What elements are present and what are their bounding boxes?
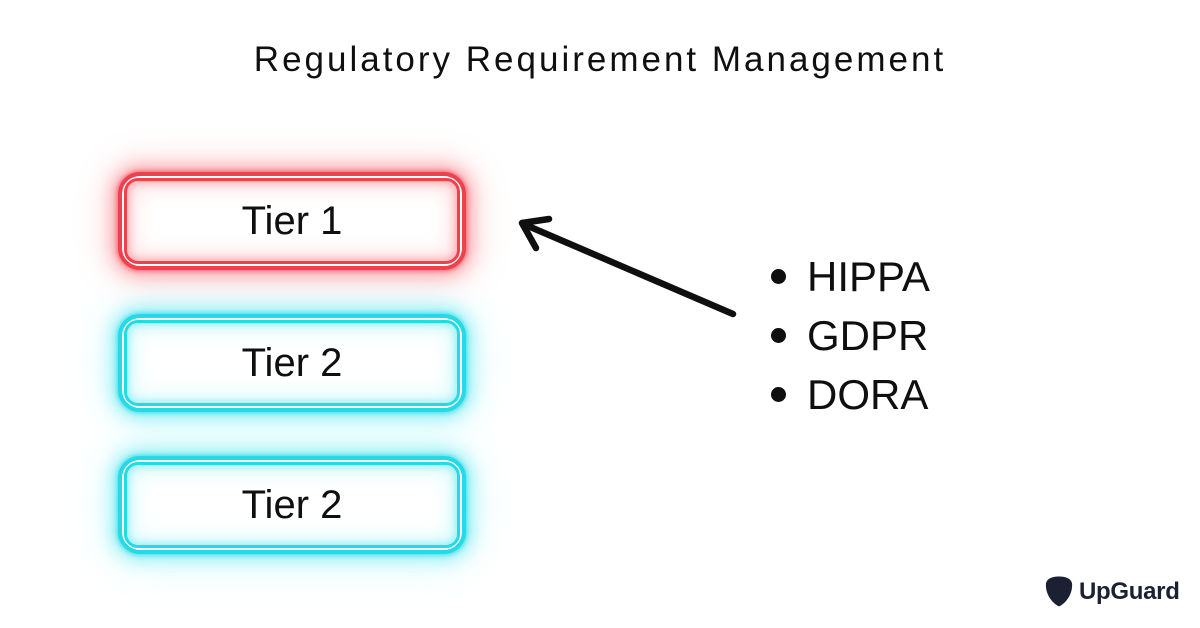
logo-text: UpGuard xyxy=(1079,577,1180,605)
list-item: DORA xyxy=(771,365,930,424)
tier-box-2: Tier 2 xyxy=(118,314,466,412)
shield-icon xyxy=(1045,576,1073,607)
regulation-list: HIPPA GDPR DORA xyxy=(771,247,930,424)
regulation-label: DORA xyxy=(807,370,929,418)
regulation-label: GDPR xyxy=(807,311,929,359)
tier-box-3: Tier 2 xyxy=(118,456,466,554)
tier-2-label: Tier 2 xyxy=(241,340,343,385)
upguard-logo: UpGuard xyxy=(1044,575,1180,608)
bullet-icon xyxy=(771,328,786,343)
list-item: HIPPA xyxy=(771,247,930,306)
bullet-icon xyxy=(771,387,786,402)
list-item: GDPR xyxy=(771,306,930,365)
tier-box-1: Tier 1 xyxy=(118,172,466,270)
diagram-title: Regulatory Requirement Management xyxy=(253,40,947,79)
tier-1-label: Tier 1 xyxy=(241,198,343,243)
regulation-label: HIPPA xyxy=(807,252,930,300)
tier-3-label: Tier 2 xyxy=(241,482,343,527)
bullet-icon xyxy=(771,269,786,284)
